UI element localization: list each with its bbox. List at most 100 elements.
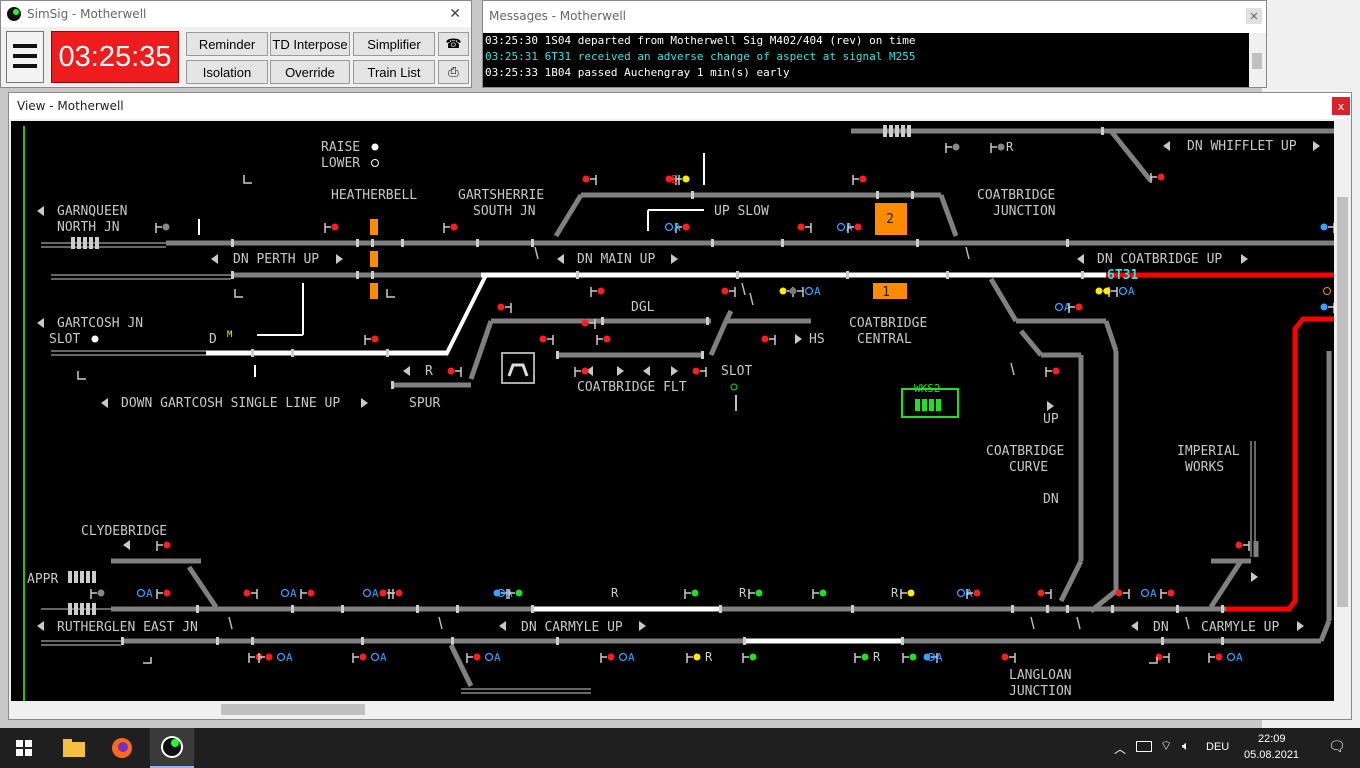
signal-aspect[interactable] <box>1115 589 1123 597</box>
simplifier-button[interactable]: Simplifier <box>353 32 435 56</box>
override-button[interactable]: Override <box>270 60 350 84</box>
berth-bar <box>895 125 899 137</box>
signal-aspect[interactable] <box>859 175 867 183</box>
signal-aspect[interactable] <box>1215 653 1223 661</box>
printer-icon[interactable]: ⎙ <box>438 60 469 84</box>
signal-aspect[interactable] <box>682 175 690 183</box>
vertical-scrollbar[interactable] <box>1334 121 1351 701</box>
berth-bar <box>92 603 96 615</box>
signal-aspect[interactable] <box>603 335 611 343</box>
track-joint <box>1176 605 1179 613</box>
windows-start-icon[interactable] <box>2 728 46 768</box>
signal-aspect[interactable] <box>797 223 805 231</box>
signal-aspect[interactable] <box>665 175 673 183</box>
notification-icon[interactable]: 🗨︎ <box>1328 738 1346 754</box>
signal-aspect[interactable] <box>1052 367 1060 375</box>
signal-aspect[interactable] <box>755 589 763 597</box>
panel-label: NORTH JN <box>57 220 120 235</box>
signal-aspect[interactable] <box>395 589 403 597</box>
signal-aspect[interactable] <box>163 589 171 597</box>
network-icon[interactable]: ⌔ <box>1160 738 1173 753</box>
signal-aspect[interactable] <box>379 589 387 597</box>
signal-aspect[interactable] <box>1320 303 1328 311</box>
reminder-button[interactable]: Reminder <box>186 32 268 56</box>
signal-aspect[interactable] <box>607 653 615 661</box>
signal-aspect[interactable] <box>473 653 481 661</box>
close-icon[interactable]: ✕ <box>449 6 461 22</box>
signal-aspect[interactable] <box>1037 589 1045 597</box>
horizontal-scrollbar[interactable] <box>11 701 1334 718</box>
signal-aspect[interactable] <box>1075 303 1083 311</box>
signal-aspect[interactable] <box>163 541 171 549</box>
signal-aspect[interactable] <box>691 589 699 597</box>
signal-aspect[interactable] <box>997 143 1005 151</box>
language-indicator[interactable]: DEU <box>1206 741 1230 753</box>
signal-aspect[interactable] <box>1167 589 1175 597</box>
signal-aspect[interactable] <box>1157 173 1165 181</box>
signal-aspect[interactable] <box>97 589 105 597</box>
isolation-button[interactable]: Isolation <box>186 60 268 84</box>
signal-aspect[interactable] <box>682 223 690 231</box>
panel-label: IMPERIAL <box>1177 444 1240 459</box>
firefox-icon[interactable] <box>100 728 144 768</box>
signal-aspect[interactable] <box>909 653 917 661</box>
simsig-taskbar-icon[interactable] <box>150 728 194 768</box>
signal-aspect[interactable] <box>973 589 981 597</box>
direction-arrow-icon <box>1251 572 1258 582</box>
signal-aspect[interactable] <box>450 223 458 231</box>
signal-aspect[interactable] <box>907 589 915 597</box>
train-list-button[interactable]: Train List <box>353 60 435 84</box>
signal-aspect[interactable] <box>779 287 787 295</box>
direction-arrow-icon <box>1313 141 1320 151</box>
auto-button-icon <box>926 652 936 662</box>
signal-aspect[interactable] <box>819 589 827 597</box>
signal-aspect[interactable] <box>854 223 862 231</box>
volume-icon[interactable]: 🔈︎ <box>1182 738 1190 753</box>
signal-aspect[interactable] <box>243 589 251 597</box>
signal-aspect[interactable] <box>581 367 589 375</box>
signal-aspect[interactable] <box>749 653 757 661</box>
signal-aspect[interactable] <box>952 143 960 151</box>
menu-button[interactable] <box>6 31 44 83</box>
signal-aspect[interactable] <box>331 223 339 231</box>
close-icon[interactable]: x <box>1332 97 1350 115</box>
signal-aspect[interactable] <box>692 367 700 375</box>
signal-aspect[interactable] <box>371 335 379 343</box>
signal-aspect[interactable] <box>1001 653 1009 661</box>
signal-aspect[interactable] <box>447 367 455 375</box>
signal-aspect[interactable] <box>1235 541 1243 549</box>
signal-aspect[interactable] <box>789 287 797 295</box>
signal-aspect[interactable] <box>761 335 769 343</box>
signal-aspect[interactable] <box>1095 287 1103 295</box>
close-icon[interactable]: ✕ <box>1246 8 1262 24</box>
signal-aspect[interactable] <box>265 653 273 661</box>
signal-aspect[interactable] <box>1320 223 1328 231</box>
reminder-label: R <box>611 586 619 600</box>
messages-scrollbar[interactable] <box>1249 33 1266 87</box>
signal-aspect[interactable] <box>861 653 869 661</box>
panel-label: GARTSHERRIE <box>458 188 544 203</box>
signal-aspect[interactable] <box>515 589 523 597</box>
signal-aspect[interactable] <box>307 589 315 597</box>
signal-aspect[interactable] <box>1103 287 1111 295</box>
signal-aspect[interactable] <box>497 303 505 311</box>
chevron-up-icon[interactable]: ︿ <box>1114 742 1127 756</box>
signal-aspect[interactable] <box>162 223 170 231</box>
clock-date[interactable]: 05.08.2021 <box>1244 749 1300 761</box>
signal-aspect[interactable] <box>539 335 547 343</box>
td-interpose-button[interactable]: TD Interpose <box>270 32 350 56</box>
signal-aspect[interactable] <box>597 287 605 295</box>
signal-aspect[interactable] <box>581 319 589 327</box>
signal-aspect[interactable] <box>359 653 367 661</box>
battery-icon[interactable] <box>1136 741 1152 752</box>
track-section <box>1019 329 1043 357</box>
signal-aspect[interactable] <box>721 287 729 295</box>
signal-aspect[interactable] <box>693 653 701 661</box>
clock-time[interactable]: 22:09 <box>1258 733 1286 745</box>
signal-aspect[interactable] <box>582 175 590 183</box>
panel-label: M <box>227 330 233 340</box>
file-explorer-icon[interactable] <box>52 728 96 768</box>
telephone-icon[interactable]: ☎ <box>438 32 469 56</box>
